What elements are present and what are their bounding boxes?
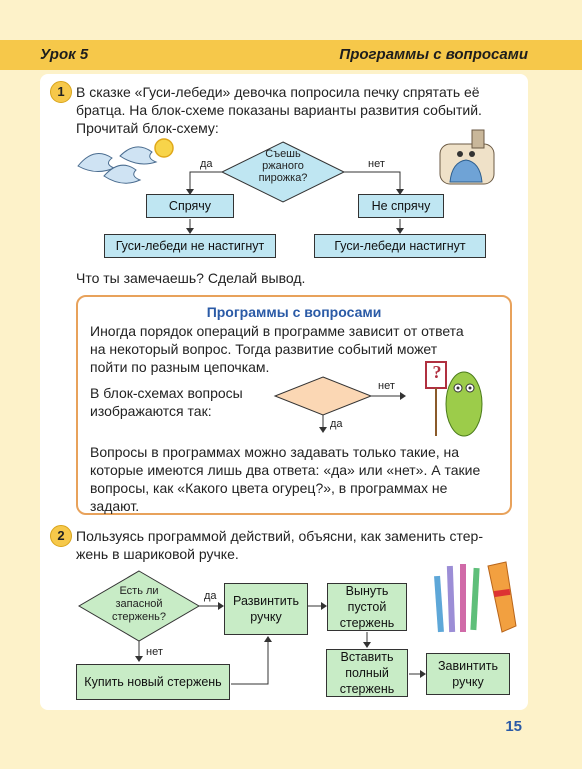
question-sign: ? bbox=[432, 362, 442, 382]
info-para-3-line-1: Вопросы в программах можно задавать толь… bbox=[90, 444, 460, 460]
info-para-2-line-1: В блок-схемах вопросы bbox=[90, 385, 243, 401]
lesson-topic: Программы с вопросами bbox=[339, 46, 528, 63]
task-1-conclusion: Что ты замечаешь? Сделай вывод. bbox=[76, 270, 306, 286]
geese-illustration bbox=[77, 138, 174, 184]
info-para-1-line-1: Иногда порядок операций в программе зави… bbox=[90, 323, 464, 339]
info-title: Программы с вопросами bbox=[206, 304, 382, 320]
flowchart-2-yes-label: да bbox=[204, 590, 217, 602]
question-2-line-1: Есть ли bbox=[119, 585, 159, 597]
info-no-label: нет bbox=[378, 380, 395, 392]
pens-illustration bbox=[434, 561, 517, 633]
info-para-1-line-2: на некоторый вопрос. Тогда развитие собы… bbox=[90, 341, 438, 357]
info-para-3-line-3: вопросы, как «Какого цвета огурец?», в п… bbox=[90, 480, 448, 496]
flowchart-1-decision-diamond bbox=[220, 141, 346, 203]
box-hide: Спрячу bbox=[146, 194, 234, 218]
task-2-number: 2 bbox=[50, 525, 72, 547]
box-screw: Завинтить ручку bbox=[426, 653, 510, 695]
info-para-3-line-4: задают. bbox=[90, 498, 140, 514]
question-line-2: ржаного bbox=[262, 160, 304, 172]
info-para-3-line-2: которые имеются лишь два ответа: «да» ил… bbox=[90, 462, 481, 478]
flowchart-2-question: Есть ли запасной стержень? bbox=[109, 585, 169, 624]
flowchart-1-no-label: нет bbox=[368, 158, 385, 170]
cucumber-illustration bbox=[425, 361, 483, 437]
flowchart-2-no-label: нет bbox=[146, 646, 163, 658]
box-insert: Вставить полный стержень bbox=[326, 649, 408, 697]
task-1-line-1: В сказке «Гуси-лебеди» девочка попросила… bbox=[76, 84, 480, 100]
task-1-line-2: братца. На блок-схеме показаны варианты … bbox=[76, 102, 482, 118]
box-unscrew: Развинтить ручку bbox=[224, 583, 308, 635]
task-1-number: 1 bbox=[50, 81, 72, 103]
question-line-3: пирожка? bbox=[258, 172, 308, 184]
lesson-number: Урок 5 bbox=[40, 46, 89, 63]
flowchart-1-yes-label: да bbox=[200, 158, 213, 170]
info-box: Программы с вопросами bbox=[76, 295, 512, 515]
question-line-1: Съешь bbox=[265, 148, 301, 160]
result-no-box: Гуси-лебеди настигнут bbox=[314, 234, 486, 258]
page-number: 15 bbox=[505, 718, 522, 735]
box-not-hide: Не спрячу bbox=[358, 194, 444, 218]
info-para-2-line-2: изображаются так: bbox=[90, 403, 212, 419]
task-2-line-1: Пользуясь программой действий, объясни, … bbox=[76, 528, 483, 544]
box-buy: Купить новый стержень bbox=[76, 664, 230, 700]
question-2-line-3: стержень? bbox=[111, 611, 167, 623]
flowchart-1-question: Съешь ржаного пирожка? bbox=[251, 148, 315, 184]
lesson-header: Урок 5 Программы с вопросами bbox=[0, 40, 582, 70]
info-para-1-line-3: пойти по разным цепочкам. bbox=[90, 359, 270, 375]
question-2-line-2: запасной bbox=[115, 598, 163, 610]
result-yes-box: Гуси-лебеди не настигнут bbox=[104, 234, 276, 258]
box-take-out: Вынуть пустой стержень bbox=[327, 583, 407, 631]
task-2-line-2: жень в шариковой ручке. bbox=[76, 546, 239, 562]
task-1-line-3: Прочитай блок-схему: bbox=[76, 120, 219, 136]
info-yes-label: да bbox=[330, 418, 343, 430]
stove-illustration bbox=[439, 129, 495, 185]
